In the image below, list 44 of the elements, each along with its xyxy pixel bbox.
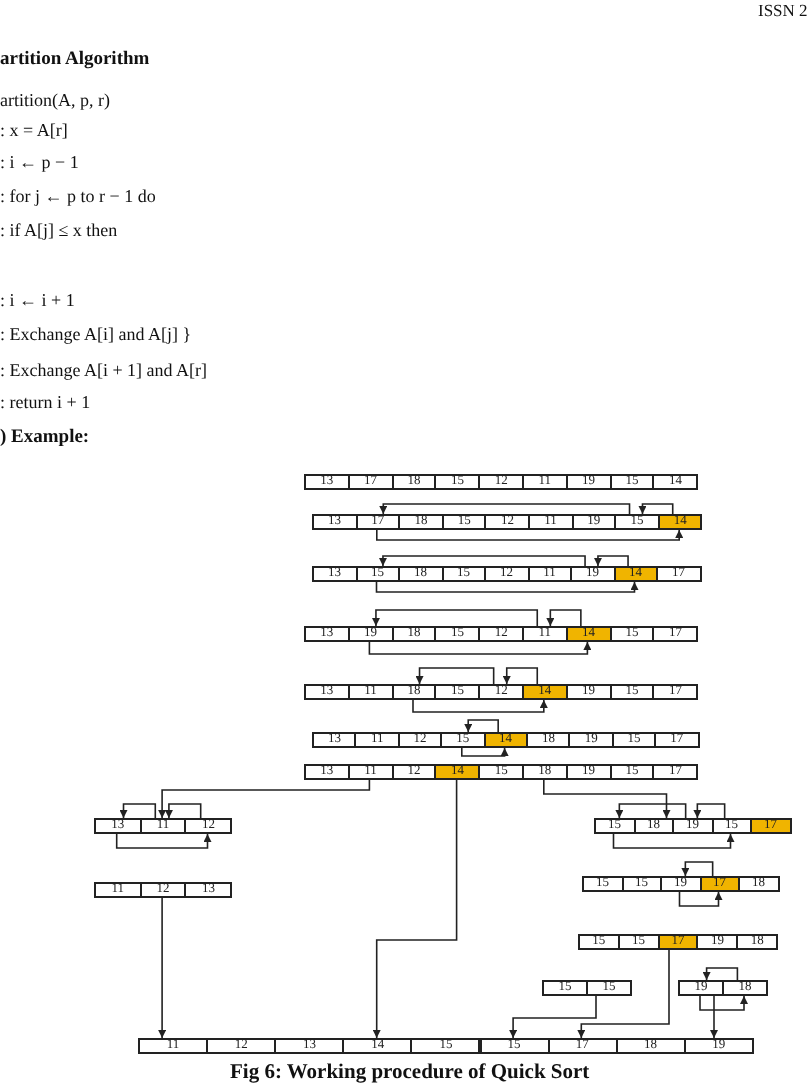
arrow [115, 833, 212, 849]
pseudocode-line: : i ← i + 1 [0, 290, 75, 311]
arrow [464, 719, 499, 733]
arrow [699, 995, 748, 1011]
section-heading: artition Algorithm [0, 50, 150, 72]
arrow [612, 833, 735, 849]
arrow [376, 529, 684, 541]
figure-caption: Fig 6: Working procedure of Quick Sort [230, 1062, 590, 1087]
pseudocode-line: : for j ← p to r − 1 do [0, 186, 156, 207]
pseudocode-line: : i ← p − 1 [0, 152, 79, 173]
pseudocode-line: : Exchange A[i + 1] and A[r] [0, 360, 208, 381]
arrow [509, 995, 597, 1039]
pseudocode-line: : return i + 1 [0, 392, 91, 413]
arrow [372, 779, 458, 1039]
arrow [678, 891, 723, 907]
arrow [379, 503, 631, 515]
pseudocode-line: : x = A[r] [0, 120, 68, 141]
arrow [681, 861, 714, 877]
header-text: ISSN 2 [758, 2, 808, 22]
pseudocode-line: : if A[j] ≤ x then [0, 220, 118, 241]
arrow [461, 747, 509, 757]
pseudocode-line: : Exchange A[i] and A[j] } [0, 324, 192, 345]
arrow [371, 609, 539, 627]
arrow [368, 641, 592, 655]
arrow [543, 779, 671, 819]
arrow [638, 503, 674, 515]
arrow [378, 555, 586, 567]
arrow [164, 803, 202, 819]
arrow [415, 667, 495, 685]
arrow [593, 555, 629, 567]
arrow [375, 581, 639, 593]
arrow [702, 967, 739, 981]
arrow [710, 995, 718, 1039]
arrow [158, 779, 371, 819]
arrow [615, 803, 687, 819]
arrow [546, 609, 582, 627]
subsection-heading: ) Example: [0, 428, 90, 450]
arrow [693, 803, 726, 819]
arrow [119, 803, 157, 819]
arrow [158, 897, 167, 1039]
arrow [577, 949, 670, 1039]
pseudocode-line: artition(A, p, r) [0, 90, 110, 111]
arrow [502, 667, 539, 685]
arrow [412, 699, 548, 713]
